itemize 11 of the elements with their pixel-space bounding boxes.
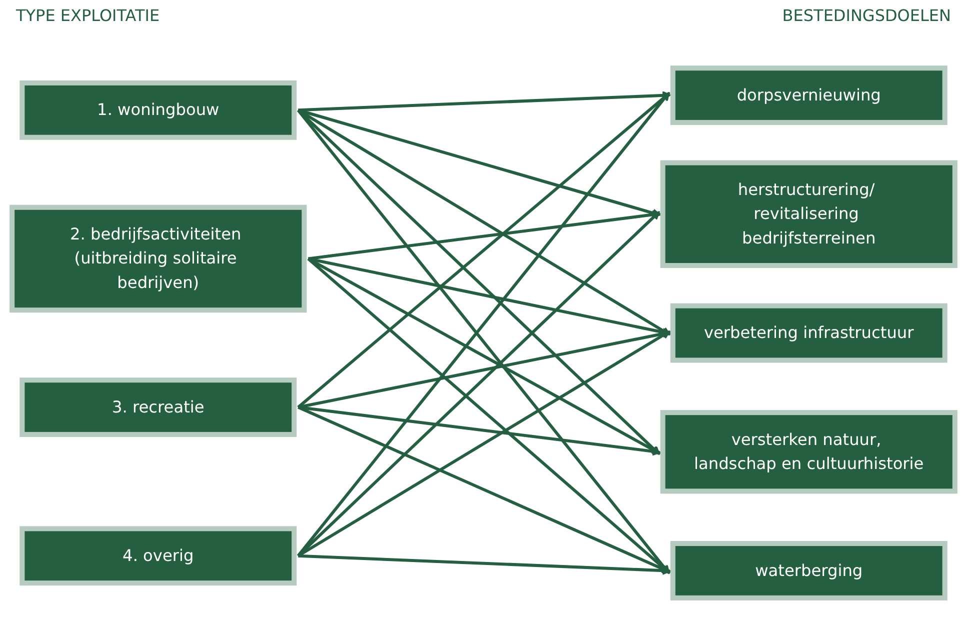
- node-box: 4. overig: [20, 526, 297, 586]
- node-box: 1. woningbouw: [20, 80, 297, 140]
- node-box: waterberging: [670, 541, 948, 600]
- column-heading: BESTEDINGSDOELEN: [782, 6, 951, 27]
- column-heading: TYPE EXPLOITATIE: [16, 6, 160, 27]
- node-box: 2. bedrijfsactiviteiten (uitbreiding solitaire bedrijven): [10, 204, 307, 313]
- node-box: versterken natuur, landschap en cultuurhistorie: [660, 410, 958, 494]
- node-box: dorpsvernieuwing: [670, 66, 948, 125]
- node-box: herstructurering/ revitalisering bedrijfsterreinen: [660, 160, 958, 268]
- node-box: verbetering infrastructuur: [670, 303, 948, 363]
- node-box: 3. recreatie: [20, 378, 297, 437]
